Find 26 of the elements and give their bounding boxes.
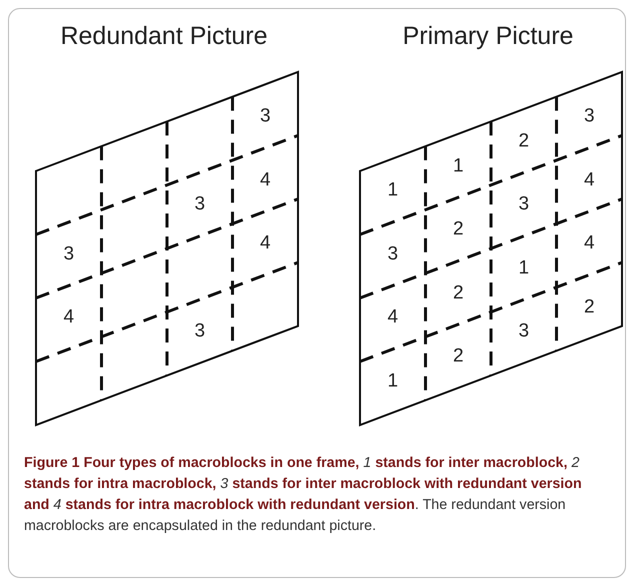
macroblock-number: 3 [194, 194, 206, 214]
macroblock-number: 1 [387, 371, 398, 390]
macroblock-number: 1 [452, 156, 464, 176]
macroblock-number: 4 [584, 234, 595, 253]
macroblock-number: 4 [387, 308, 398, 327]
macroblock-number: 3 [518, 322, 530, 341]
figure-caption: Figure 1 Four types of macroblocks in one frame, 1 stands for inter macroblock, 2 stands for intra macroblock, 3 stands for inter macroblock with redundant version and 4 stands for intra macroblock with redundant version. The redundant version macroblocks are encapsulated in the redundant picture. [24, 454, 583, 536]
macroblock-number: 4 [260, 234, 271, 253]
macroblock-number: 4 [260, 170, 271, 190]
picture-title: Redundant Picture [59, 22, 269, 51]
macroblock-number: 3 [194, 322, 206, 341]
macroblock-number: 4 [584, 170, 595, 190]
macroblock-number: 2 [452, 283, 464, 302]
picture-title: Primary Picture [402, 22, 574, 51]
macroblock-number: 2 [584, 297, 595, 316]
macroblock-number: 1 [387, 180, 398, 200]
macroblock-number: 2 [452, 220, 464, 239]
macroblock-number: 2 [452, 346, 464, 366]
macroblock-number: 3 [260, 106, 271, 126]
macroblock-number: 3 [63, 244, 74, 264]
macroblock-number: 1 [518, 258, 530, 278]
macroblock-number: 3 [387, 244, 398, 264]
macroblock-number: 4 [63, 308, 74, 327]
macroblock-number: 3 [584, 106, 595, 126]
macroblock-number: 2 [518, 131, 530, 150]
macroblock-number: 3 [518, 194, 530, 214]
